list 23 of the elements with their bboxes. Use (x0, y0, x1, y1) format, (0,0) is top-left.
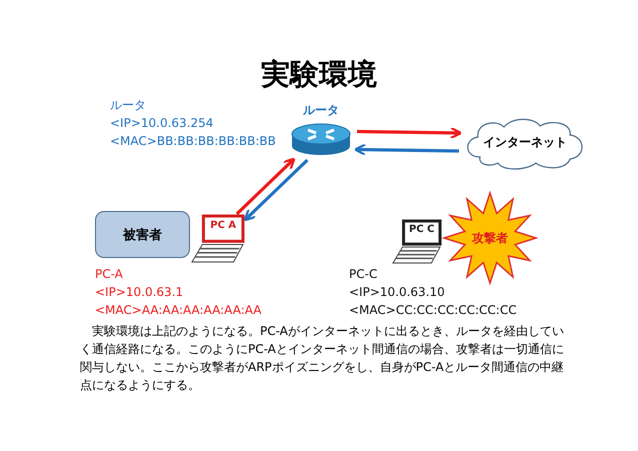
info-text: ルータ (110, 97, 146, 114)
arrow (356, 126, 462, 140)
info-text: <IP>10.0.63.254 (110, 115, 214, 132)
arrow (244, 158, 308, 222)
description-text: 実験環境は上記のようになる。PC-Aがインターネットに出るとき、ルータを経由していく通信経路になる。このようにPC-Aとインターネット間通信の場合、攻撃者は一切通信に関与しない。ここから攻撃者がARPポイズニングをし、自身がPC-Aとルータ間通信の中継点になるようにする。 (80, 323, 565, 394)
arrow (236, 158, 296, 216)
arrow (354, 143, 460, 156)
info-text: PC-A (95, 266, 123, 283)
node-label: PC A (209, 220, 238, 231)
title: 実験環境 (260, 56, 378, 93)
node-label: 攻撃者 (470, 230, 509, 247)
info-text: <IP>10.0.63.10 (349, 284, 445, 301)
node-label: PC C (408, 224, 436, 236)
node-label: 被害者 (122, 226, 163, 244)
info-text: <IP>10.0.63.1 (95, 284, 184, 301)
info-text: <MAC>AA:AA:AA:AA:AA:AA (95, 302, 262, 319)
node-label: インターネット (482, 134, 568, 151)
info-text: <MAC>BB:BB:BB:BB:BB:BB (110, 133, 276, 150)
info-text: PC-C (349, 266, 378, 283)
starburst (443, 192, 537, 284)
node-label: ルータ (302, 102, 340, 119)
rounded-box (95, 211, 190, 258)
info-text: <MAC>CC:CC:CC:CC:CC:CC (349, 302, 517, 319)
